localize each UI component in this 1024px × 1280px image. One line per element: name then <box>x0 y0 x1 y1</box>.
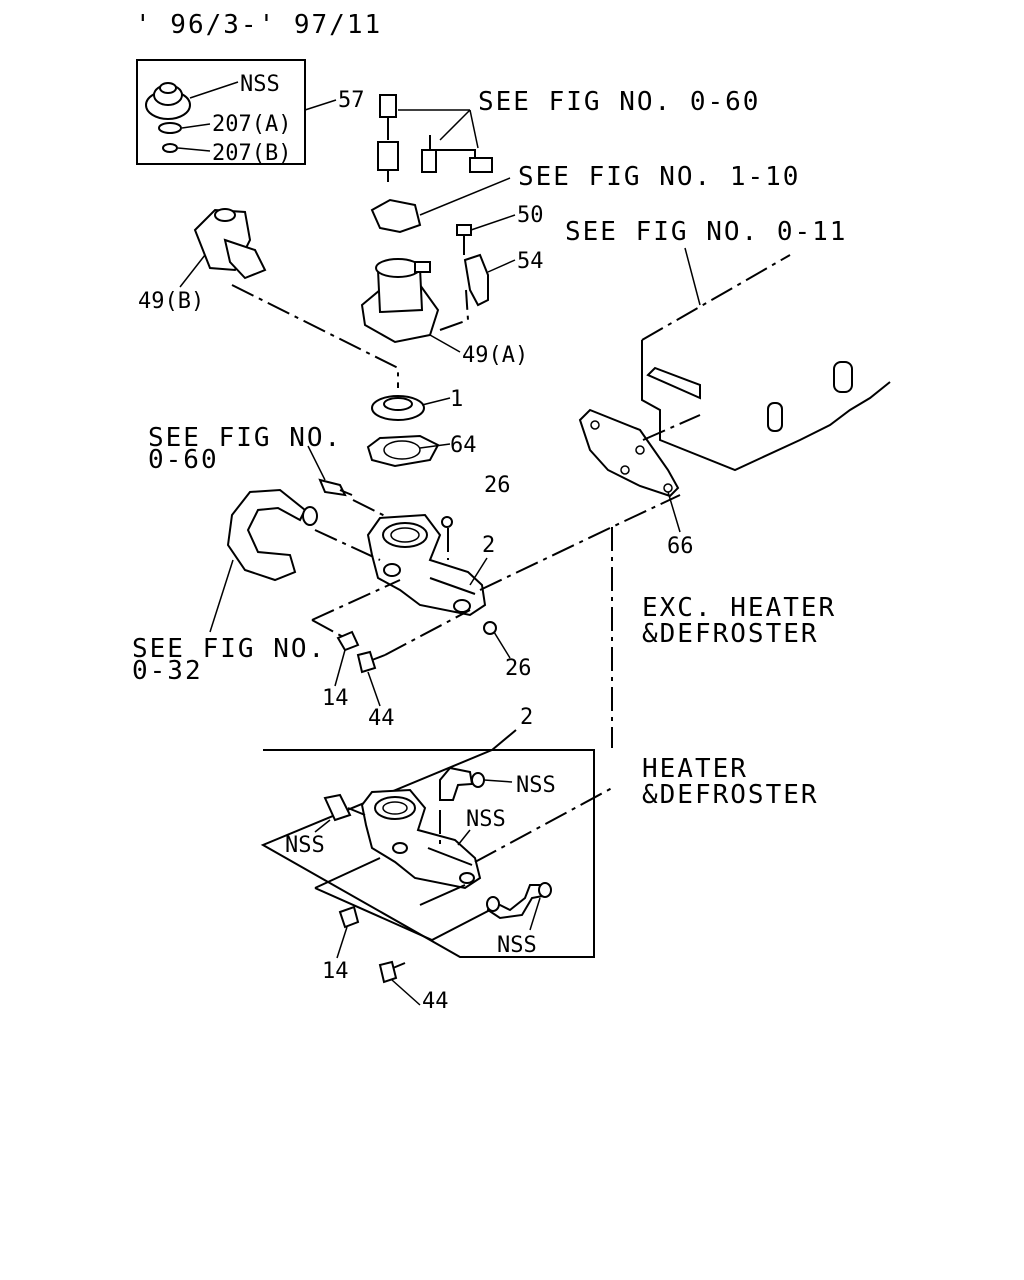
part-66-label: 66 <box>667 534 694 559</box>
part-54-label: 54 <box>517 249 544 274</box>
elbow-fitting <box>439 766 513 801</box>
exc-heater-line1: EXC. HEATER <box>642 593 836 623</box>
part-49b-label: 49(B) <box>138 289 204 314</box>
part-26-top-label: 26 <box>484 473 511 498</box>
nss-cap-label: NSS <box>240 72 280 97</box>
plug-26-top <box>441 516 453 528</box>
part-26-bottom-label: 26 <box>505 656 532 681</box>
kit-box <box>136 59 306 165</box>
engine-block <box>641 254 891 472</box>
nss-left-label: NSS <box>285 833 325 858</box>
temperature-sensors <box>377 94 493 182</box>
nss-elbow-label: NSS <box>516 773 556 798</box>
fitting-14-bottom <box>338 905 360 929</box>
part-207b-label: 207(B) <box>212 141 291 166</box>
heater-line2: &DEFROSTER <box>642 780 819 810</box>
date-range-label: ' 96/3-' 97/11 <box>135 10 382 40</box>
radiator-cap-kit <box>136 59 337 165</box>
thermostat-housing-bottom <box>360 787 613 890</box>
part-1-label: 1 <box>450 387 463 412</box>
thermostat-gasket <box>366 434 451 468</box>
part-14-top-label: 14 <box>322 686 349 711</box>
part-64-label: 64 <box>450 433 477 458</box>
part-2-bottom-label: 2 <box>520 705 533 730</box>
heater-line1: HEATER <box>642 754 748 784</box>
see-fig-0-11: SEE FIG NO. 0-11 <box>565 217 847 247</box>
see-fig-0-60-b-line1: SEE FIG NO. <box>148 423 342 453</box>
gasket-66 <box>578 408 701 533</box>
sensor-gasket <box>370 198 422 234</box>
water-outlet-49a <box>360 258 461 353</box>
heater-box-inner-lines <box>314 857 491 942</box>
see-fig-1-10: SEE FIG NO. 1-10 <box>518 162 800 192</box>
temp-sensor-switch <box>318 478 347 497</box>
thermostat-housing-top <box>314 499 487 617</box>
bolt-44-top <box>356 650 377 674</box>
part-2-top-label: 2 <box>482 533 495 558</box>
nss-mid-label: NSS <box>466 807 506 832</box>
water-outlet-49b <box>179 208 399 388</box>
bolt-and-bracket <box>439 214 516 331</box>
bolt-44-bottom <box>378 960 398 984</box>
coolant-hose <box>209 488 318 633</box>
heater-variant-box <box>260 729 595 958</box>
part-44-top-label: 44 <box>368 706 395 731</box>
heater-hose <box>486 882 552 931</box>
part-207a-label: 207(A) <box>212 112 291 137</box>
nss-hose-label: NSS <box>497 933 537 958</box>
see-fig-0-60-a: SEE FIG NO. 0-60 <box>478 87 760 117</box>
part-14-bottom-label: 14 <box>322 959 349 984</box>
part-57-label: 57 <box>338 88 365 113</box>
see-fig-0-60-b-line2: 0-60 <box>148 445 219 475</box>
thermostat <box>371 395 451 421</box>
see-fig-0-32-line1: SEE FIG NO. <box>132 634 326 664</box>
part-49a-label: 49(A) <box>462 343 528 368</box>
pipe-fitting-left <box>314 793 366 833</box>
fitting-14-top <box>336 630 360 652</box>
see-fig-0-32-line2: 0-32 <box>132 656 203 686</box>
plug-26-bottom <box>483 621 497 635</box>
exc-heater-line2: &DEFROSTER <box>642 619 819 649</box>
part-44-bottom-label: 44 <box>422 989 449 1014</box>
part-50-label: 50 <box>517 203 544 228</box>
